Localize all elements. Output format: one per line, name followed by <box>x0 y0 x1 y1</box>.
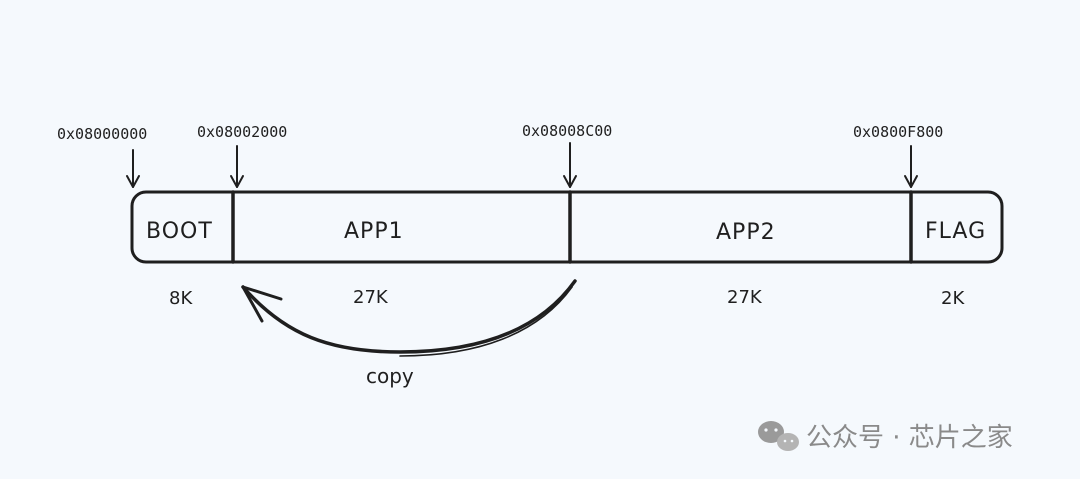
copy-label: copy <box>366 364 414 388</box>
segment-label-boot: BOOT <box>146 219 213 244</box>
watermark-text: 公众号 · 芯片之家 <box>806 423 1013 453</box>
memory-bar <box>130 190 1004 264</box>
arrow-app1-start <box>230 145 244 188</box>
segment-size-app1: 27K <box>353 287 389 308</box>
segment-label-app2: APP2 <box>716 220 776 245</box>
segment-size-boot: 8K <box>169 288 193 309</box>
wechat-icon <box>758 421 799 451</box>
segment-label-app1: APP1 <box>344 219 404 244</box>
copy-arrow <box>241 279 577 357</box>
arrow-flag-start <box>904 145 918 188</box>
address-boot-start: 0x08000000 <box>57 125 147 143</box>
address-app1-start: 0x08002000 <box>197 123 287 141</box>
address-app2-start: 0x08008C00 <box>522 122 612 140</box>
segment-size-app2: 27K <box>727 287 763 308</box>
arrow-app2-start <box>563 142 577 188</box>
segment-size-flag: 2K <box>941 288 965 309</box>
address-flag-start: 0x0800F800 <box>853 123 943 141</box>
arrow-boot-start <box>126 149 140 188</box>
segment-label-flag: FLAG <box>925 219 986 244</box>
